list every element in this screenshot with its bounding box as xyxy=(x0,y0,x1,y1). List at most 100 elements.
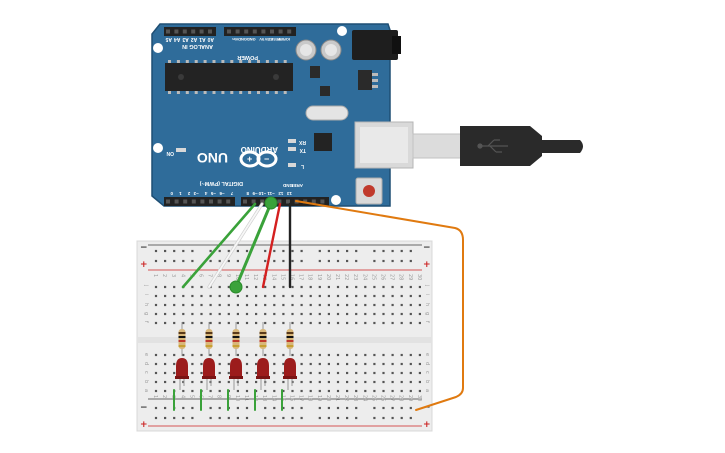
digital-header-high[interactable] xyxy=(241,197,329,206)
header-pin[interactable] xyxy=(199,29,204,34)
header-pin[interactable] xyxy=(277,199,282,204)
breadboard-label: 25 xyxy=(370,395,376,401)
resistor-band xyxy=(259,340,267,342)
breadboard-label: 30 xyxy=(416,274,422,280)
breadboard-label: d xyxy=(424,362,430,365)
breadboard-label: 24 xyxy=(361,274,367,280)
wire-green-pin9[interactable] xyxy=(181,202,257,289)
header-pin[interactable] xyxy=(320,199,325,204)
header-pin[interactable] xyxy=(227,29,231,34)
digital-pin-label: ~5 xyxy=(210,191,216,196)
breadboard-label: 16 xyxy=(289,395,295,401)
rail-plus-sign: + xyxy=(423,420,431,430)
header-pin[interactable] xyxy=(166,29,170,34)
usb-symbol-icon xyxy=(477,139,508,153)
header-pin[interactable] xyxy=(235,29,240,34)
digital-pin-label: 12 xyxy=(278,191,284,196)
header-pin[interactable] xyxy=(243,199,247,204)
resistor-band xyxy=(232,336,240,338)
breadboard-label: 26 xyxy=(380,274,386,280)
led[interactable] xyxy=(230,358,242,378)
wire-white-pin10-core xyxy=(208,203,263,288)
analog-pin-label: A1 xyxy=(199,36,206,42)
wire-red-pin12[interactable] xyxy=(261,202,282,289)
regulator-leg xyxy=(372,73,378,76)
header-pin[interactable] xyxy=(182,29,187,34)
breadboard-label: 28 xyxy=(398,274,404,280)
mounting-hole xyxy=(153,143,163,153)
rail-minus-sign: − xyxy=(423,403,431,413)
breadboard-label: 8 xyxy=(216,274,222,277)
breadboard-label: 15 xyxy=(279,274,285,280)
led[interactable] xyxy=(284,358,296,378)
digital-pin-label: 1 xyxy=(179,191,182,196)
header-pin[interactable] xyxy=(217,199,222,204)
power-header[interactable] xyxy=(224,27,296,36)
header-pin[interactable] xyxy=(191,29,196,34)
wire-orange-gnd[interactable] xyxy=(295,200,464,411)
led-rim xyxy=(283,376,297,379)
breadboard-label: 18 xyxy=(307,395,313,401)
aref-label: AREF xyxy=(290,183,303,188)
header-pin[interactable] xyxy=(278,29,283,34)
digital-pin-label: 13 xyxy=(286,191,292,196)
breadboard-label: 7 xyxy=(207,274,213,277)
wire-endpoint-highlight[interactable] xyxy=(264,196,278,210)
breadboard-label: c xyxy=(143,371,149,374)
analog-header[interactable] xyxy=(164,27,216,36)
header-pin[interactable] xyxy=(252,29,257,34)
breadboard-label: j xyxy=(143,284,149,286)
power-pin-label: IOREF xyxy=(277,37,290,42)
header-pin[interactable] xyxy=(166,199,170,204)
breadboard-label: 2 xyxy=(161,395,167,398)
on-label: ON xyxy=(166,150,174,156)
breadboard-label: 19 xyxy=(316,395,322,401)
header-pin[interactable] xyxy=(244,29,249,34)
led[interactable] xyxy=(176,358,188,378)
breadboard[interactable]: − + − + − + − + 112233445566778899101011… xyxy=(136,240,433,432)
analog-pin-label: A3 xyxy=(182,36,189,42)
resistors xyxy=(178,322,294,356)
header-pin[interactable] xyxy=(183,199,188,204)
logo-plus: + xyxy=(247,154,252,164)
regulator-leg xyxy=(372,85,378,88)
header-pin[interactable] xyxy=(174,29,179,34)
header-pin[interactable] xyxy=(260,199,265,204)
mounting-hole xyxy=(153,43,163,53)
rail-plus-sign: + xyxy=(140,260,148,270)
header-pin[interactable] xyxy=(270,29,274,34)
wire-endpoint-highlight[interactable] xyxy=(229,280,243,294)
header-pin[interactable] xyxy=(226,199,231,204)
wire-green-pin11[interactable] xyxy=(234,201,273,289)
header-pin[interactable] xyxy=(303,199,308,204)
led[interactable] xyxy=(257,358,269,378)
breadboard-label: 21 xyxy=(334,274,340,280)
reset-button-cap[interactable] xyxy=(363,185,375,197)
header-pin[interactable] xyxy=(287,29,292,34)
header-pin[interactable] xyxy=(200,199,205,204)
breadboard-label: 27 xyxy=(389,274,395,280)
led[interactable] xyxy=(203,358,215,378)
header-pin[interactable] xyxy=(174,199,179,204)
breadboard-label: b xyxy=(143,380,149,383)
l-led xyxy=(288,163,296,167)
breadboard-label: 18 xyxy=(307,274,313,280)
header-pin[interactable] xyxy=(311,199,316,204)
header-pin[interactable] xyxy=(208,29,212,34)
header-pin[interactable] xyxy=(286,199,290,204)
breadboard-label: 19 xyxy=(316,274,322,280)
usb-cable[interactable] xyxy=(412,126,583,166)
power-label: POWER xyxy=(237,54,258,60)
header-pin[interactable] xyxy=(209,199,213,204)
header-pin[interactable] xyxy=(191,199,196,204)
digital-header-low[interactable] xyxy=(164,197,235,206)
header-pin[interactable] xyxy=(261,29,266,34)
power-jack[interactable] xyxy=(352,30,398,60)
header-pin[interactable] xyxy=(251,199,256,204)
led-rim xyxy=(175,376,189,379)
